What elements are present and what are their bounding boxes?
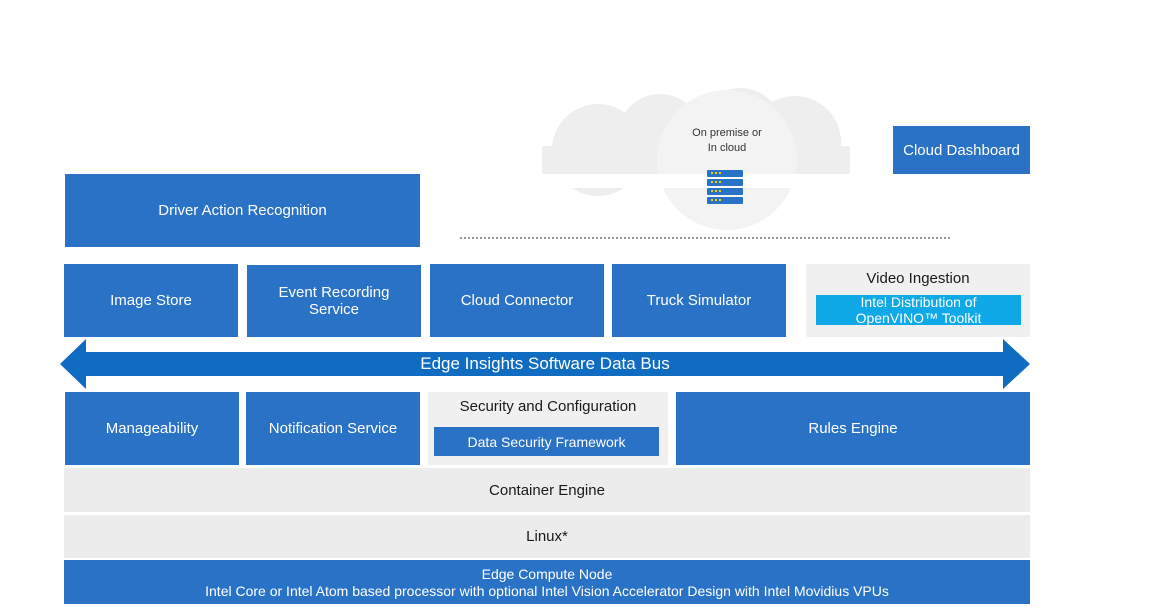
- edge-compute-node-layer: Edge Compute Node Intel Core or Intel At…: [64, 560, 1030, 604]
- notification-service-box: Notification Service: [246, 392, 420, 465]
- data-security-framework-label: Data Security Framework: [467, 433, 626, 450]
- data-bus-label: Edge Insights Software Data Bus: [420, 354, 670, 373]
- cloud-connector-box: Cloud Connector: [430, 264, 604, 337]
- manageability-label: Manageability: [105, 420, 199, 437]
- dotted-divider: [460, 237, 950, 239]
- video-ingestion-title: Video Ingestion: [866, 270, 970, 287]
- edge-compute-node-title: Edge Compute Node: [481, 566, 613, 582]
- cloud-dashboard-label: Cloud Dashboard: [903, 141, 1020, 159]
- cloud-label-line1: On premise or: [692, 127, 762, 139]
- event-recording-label-line2: Service: [308, 301, 360, 318]
- notification-service-label: Notification Service: [268, 420, 398, 437]
- linux-label: Linux*: [526, 528, 568, 545]
- video-ingestion-panel: Video Ingestion Intel Distribution of Op…: [806, 264, 1030, 337]
- rules-engine-box: Rules Engine: [676, 392, 1030, 465]
- linux-layer: Linux*: [64, 515, 1030, 558]
- openvino-label-line2: OpenVINO™ Toolkit: [855, 310, 982, 326]
- openvino-label-line1: Intel Distribution of: [860, 294, 977, 310]
- image-store-box: Image Store: [64, 264, 238, 337]
- cloud-location-label: On premise or In cloud: [660, 126, 794, 156]
- truck-simulator-label: Truck Simulator: [646, 292, 752, 309]
- event-recording-label-line1: Event Recording: [278, 284, 390, 301]
- edge-compute-node-subtitle: Intel Core or Intel Atom based processor…: [205, 583, 889, 599]
- truck-simulator-box: Truck Simulator: [612, 264, 786, 337]
- security-configuration-panel: Security and Configuration Data Security…: [428, 392, 668, 465]
- manageability-box: Manageability: [65, 392, 239, 465]
- image-store-label: Image Store: [110, 292, 192, 309]
- security-configuration-title: Security and Configuration: [459, 398, 637, 415]
- openvino-toolkit-box: Intel Distribution of OpenVINO™ Toolkit: [816, 294, 1021, 326]
- event-recording-service-box: Event Recording Service: [247, 265, 421, 337]
- data-security-framework-box: Data Security Framework: [434, 427, 659, 456]
- container-engine-label: Container Engine: [489, 481, 605, 499]
- server-stack-icon: [707, 170, 743, 204]
- cloud-connector-label: Cloud Connector: [460, 292, 574, 309]
- container-engine-layer: Container Engine: [64, 468, 1030, 512]
- cloud-dashboard-box: Cloud Dashboard: [893, 126, 1030, 174]
- cloud-label-line2: In cloud: [707, 142, 747, 154]
- driver-action-recognition-box: Driver Action Recognition: [65, 174, 420, 247]
- driver-action-recognition-label: Driver Action Recognition: [158, 202, 327, 219]
- rules-engine-label: Rules Engine: [808, 420, 898, 437]
